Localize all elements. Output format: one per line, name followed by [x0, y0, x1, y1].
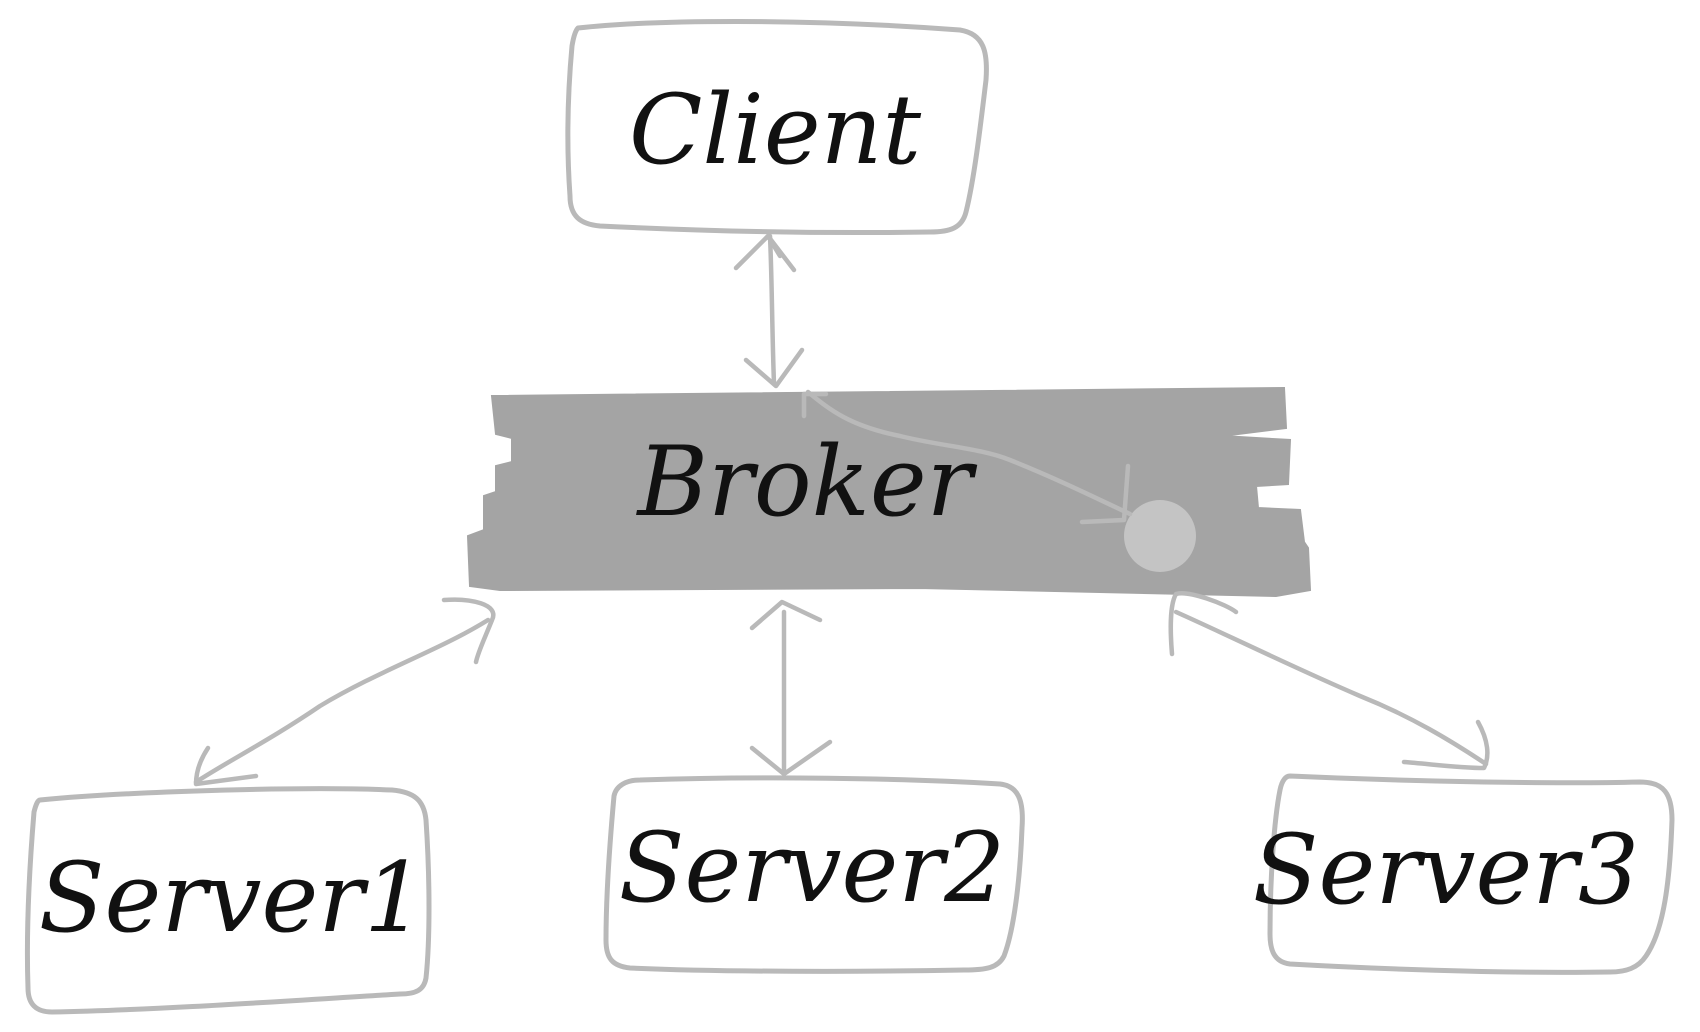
connector-broker-server1 [193, 597, 496, 787]
client-label: Client [629, 74, 922, 186]
server3-label: Server3 [1253, 814, 1639, 926]
connector-broker-server3-line [1173, 609, 1489, 767]
server2-node[interactable]: Server2 [603, 775, 1025, 974]
server2-box [603, 775, 1025, 974]
server1-node[interactable]: Server1 [24, 786, 432, 1015]
arrowhead-down-icon [193, 745, 259, 787]
arrowhead-up-icon [801, 391, 829, 419]
connector-broker-server3 [1168, 591, 1490, 771]
arrowhead-down-icon [743, 347, 805, 389]
connector-client-broker-line [767, 233, 777, 387]
broker-node[interactable]: Broker [466, 386, 1312, 598]
server3-node[interactable]: Server3 [1253, 773, 1675, 975]
connector-client-broker [733, 233, 805, 389]
broker-label: Broker [635, 426, 977, 538]
server1-box [24, 786, 432, 1015]
arrowhead-down-icon [1401, 719, 1490, 771]
connector-broker-server2 [749, 599, 833, 777]
connector-broker-loop [801, 389, 1133, 525]
arrowhead-right-icon [1079, 463, 1131, 525]
server3-box [1267, 773, 1675, 975]
connector-broker-loop-line [805, 389, 1133, 517]
broker-box [466, 386, 1312, 598]
arrowhead-down-icon [749, 739, 833, 777]
arrowhead-up-icon [749, 599, 823, 631]
server1-label: Server1 [39, 842, 425, 954]
arrowhead-up-icon [1168, 591, 1239, 657]
server2-label: Server2 [619, 812, 1005, 924]
arrowhead-up-icon [733, 233, 797, 273]
arrowhead-up-icon [441, 597, 496, 665]
client-node[interactable]: Client [565, 19, 989, 236]
client-box [565, 19, 989, 236]
broker-port-dot [1124, 500, 1196, 572]
connector-broker-server1-line [193, 617, 491, 785]
